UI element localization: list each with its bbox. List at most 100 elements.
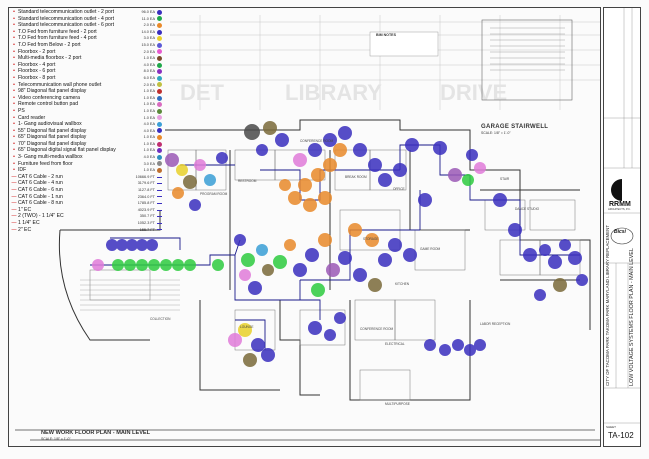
legend-quantity: 1.0 EA bbox=[143, 135, 155, 140]
bicsi-logo-text: Bicsi bbox=[614, 229, 626, 235]
legend-label: 1" EC bbox=[18, 206, 32, 213]
legend-label: 2 (TWO) - 1 1/4" EC bbox=[18, 213, 64, 220]
floor-plan-title: NEW WORK FLOOR PLAN - MAIN LEVEL bbox=[41, 430, 151, 436]
svg-text:RESTROOM: RESTROOM bbox=[238, 179, 257, 183]
legend-quantity: 2.0 EA bbox=[143, 23, 155, 28]
legend-row: •65" Diagonal digital signal flat panel … bbox=[10, 147, 162, 154]
legend-bullet-icon: • bbox=[13, 41, 15, 48]
legend-bullet-icon: • bbox=[13, 160, 15, 167]
legend-label: Telecommunication wall phone outlet bbox=[18, 81, 102, 88]
legend-quantity: 2.0 EA bbox=[143, 49, 155, 54]
legend-label: 98" Diagonal flat panel display bbox=[18, 88, 87, 95]
svg-text:STORAGE: STORAGE bbox=[363, 237, 379, 241]
title-block-grid bbox=[604, 8, 640, 424]
floor-plan-drawing: DET LIBRARY DRIVE bbox=[15, 15, 600, 441]
legend-bullet-icon: • bbox=[13, 167, 15, 174]
svg-text:LABOR RECEPTION: LABOR RECEPTION bbox=[480, 322, 511, 326]
legend-color-swatch-icon bbox=[157, 49, 162, 55]
legend-quantity: 2364.0 FT bbox=[137, 194, 155, 199]
svg-text:DANCE STUDIO: DANCE STUDIO bbox=[515, 207, 540, 211]
legend-quantity: 1.0 EA bbox=[143, 89, 155, 94]
sheet-border bbox=[8, 7, 601, 447]
project-name: CITY OF TACOMA PARK TAKOMA PARK MARYLAND… bbox=[605, 225, 610, 386]
bim-notes-title: BIM NOTES bbox=[376, 33, 396, 37]
legend-color-swatch-icon bbox=[157, 161, 162, 167]
legend-label: Floorbox - 2 port bbox=[18, 48, 56, 55]
garage-stairwell-label: GARAGE STAIRWELL bbox=[481, 124, 549, 130]
legend-bullet-icon: • bbox=[13, 94, 15, 101]
legend-bullet-icon: • bbox=[13, 9, 15, 15]
svg-text:LOUNGE: LOUNGE bbox=[240, 325, 253, 329]
legend-quantity: 96.0 EA bbox=[141, 10, 155, 14]
legend-quantity: 8.0 EA bbox=[143, 69, 155, 74]
legend-label: CAT 6 Cable - 1 run bbox=[18, 193, 63, 200]
legend-label: Remote control button pad bbox=[18, 101, 79, 108]
legend-quantity: 1.0 EA bbox=[143, 141, 155, 146]
legend-quantity: 3179.6 FT bbox=[137, 181, 155, 186]
legend-quantity: 2.0 EA bbox=[143, 82, 155, 87]
legend-label: IDF bbox=[18, 167, 27, 174]
legend-quantity: 155.7 FT bbox=[139, 227, 155, 232]
svg-text:OFFICE: OFFICE bbox=[393, 187, 405, 191]
legend-bullet-icon: — bbox=[11, 200, 17, 207]
legend-bullet-icon: — bbox=[11, 173, 17, 180]
legend-label: 1 1/4" EC bbox=[18, 220, 40, 226]
legend-bullet-icon: • bbox=[13, 61, 15, 68]
legend-color-swatch-icon bbox=[157, 22, 162, 28]
svg-text:KITCHEN: KITCHEN bbox=[395, 282, 410, 286]
legend-color-swatch-icon bbox=[157, 55, 162, 61]
legend-color-swatch-icon bbox=[157, 148, 162, 154]
svg-text:PROGRAM ROOM: PROGRAM ROOM bbox=[200, 192, 228, 196]
legend-color-swatch-icon bbox=[157, 128, 162, 134]
svg-text:BREAK ROOM: BREAK ROOM bbox=[345, 175, 367, 179]
legend-label: Floorbox - 4 port bbox=[18, 61, 56, 68]
legend-bullet-icon: • bbox=[13, 48, 15, 55]
legend-label: Floorbox - 8 port bbox=[18, 74, 56, 81]
legend-bullet-icon: — bbox=[11, 226, 17, 233]
garage-scale-label: SCALE: 1/8" = 1'-0" bbox=[481, 131, 511, 135]
legend-bullet-icon: • bbox=[13, 154, 15, 161]
legend-label: 1- Gang audiovisual wallbox bbox=[18, 121, 82, 128]
legend-bullet-icon: • bbox=[13, 114, 15, 121]
legend-quantity: 1.0 EA bbox=[143, 148, 155, 153]
legend-color-swatch-icon bbox=[157, 176, 162, 178]
legend-row: •Floorbox - 2 port 2.0 EA bbox=[10, 49, 162, 56]
firm-subtitle: ARCHITECTS, P.C. bbox=[608, 208, 631, 211]
legend-label: Standard telecommunication outlet - 2 po… bbox=[18, 9, 114, 15]
firm-logo-text: RRMM bbox=[609, 201, 631, 208]
legend-quantity: 1.0 EA bbox=[143, 102, 155, 107]
legend-label: Standard telecommunication outlet - 6 po… bbox=[18, 22, 114, 29]
svg-text:DET: DET bbox=[180, 80, 225, 105]
legend-color-swatch-icon bbox=[157, 69, 162, 75]
legend-quantity: 4.0 EA bbox=[143, 122, 155, 127]
legend-color-swatch-icon bbox=[157, 82, 162, 88]
legend-quantity: 4023.9 FT bbox=[137, 207, 155, 212]
legend-color-swatch-icon bbox=[157, 108, 162, 114]
legend-color-swatch-icon bbox=[157, 9, 162, 15]
legend-bullet-icon: • bbox=[13, 134, 15, 141]
legend-label: Standard telecommunication outlet - 4 po… bbox=[18, 15, 114, 22]
legend-quantity: 14.0 EA bbox=[141, 29, 155, 34]
legend-bullet-icon: — bbox=[11, 180, 17, 187]
legend-label: CAT 6 Cable - 2 run bbox=[18, 173, 63, 180]
legend-bullet-icon: • bbox=[13, 35, 15, 42]
legend-label: Card reader bbox=[18, 114, 46, 121]
